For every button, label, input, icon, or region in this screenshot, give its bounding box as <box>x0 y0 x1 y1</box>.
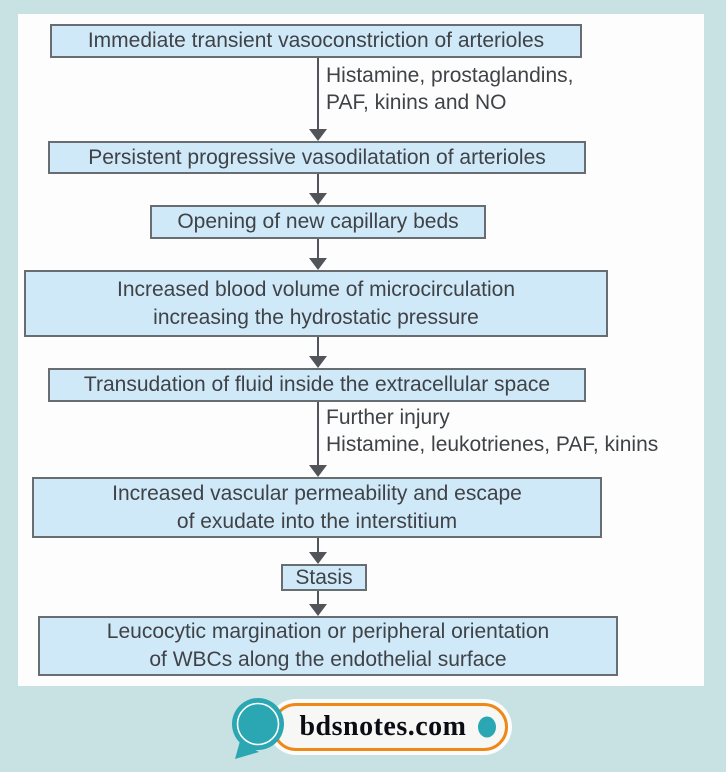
brand-pill: bdsnotes.com <box>272 703 508 751</box>
step-box-stasis: Stasis <box>281 564 367 591</box>
mediators-label-1: Histamine, prostaglandins, PAF, kinins a… <box>326 64 574 114</box>
down-arrow-6-icon <box>309 538 327 564</box>
down-arrow-4-icon <box>309 337 327 368</box>
step-box-vasoconstriction: Immediate transient vasoconstriction of … <box>50 24 582 58</box>
step-box-leucocytic-margination: Leucocytic margination or peripheral ori… <box>38 616 618 676</box>
step-box-transudation: Transudation of fluid inside the extrace… <box>48 368 586 402</box>
step-box-blood-volume: Increased blood volume of microcirculati… <box>24 270 608 337</box>
brand-name: bdsnotes.com <box>299 711 467 742</box>
brand-dot-icon <box>478 716 496 738</box>
brand-logo: bdsnotes.com <box>228 697 512 761</box>
down-arrow-7-icon <box>309 591 327 616</box>
down-arrow-3-icon <box>309 239 327 270</box>
down-arrow-1-icon <box>309 58 327 141</box>
down-arrow-2-icon <box>309 174 327 205</box>
flowchart-panel: Immediate transient vasoconstriction of … <box>18 14 704 686</box>
down-arrow-5-icon <box>309 402 327 477</box>
speech-bubble-icon <box>232 698 284 759</box>
step-box-vasodilatation: Persistent progressive vasodilatation of… <box>48 141 586 174</box>
mediators-label-2: Further injury Histamine, leukotrienes, … <box>326 406 659 456</box>
step-box-vascular-permeability: Increased vascular permeability and esca… <box>32 477 602 538</box>
step-box-capillary-beds: Opening of new capillary beds <box>150 205 486 239</box>
